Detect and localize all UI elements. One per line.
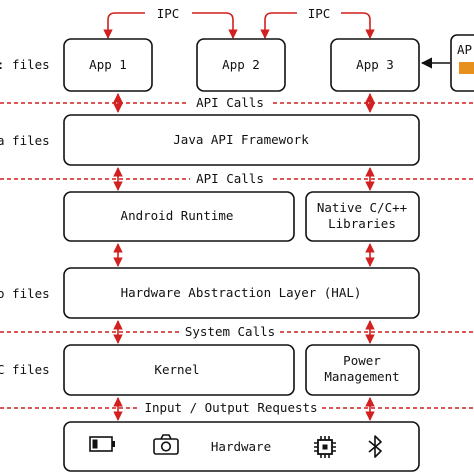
hal-label: Hardware Abstraction Layer (HAL)	[121, 285, 362, 300]
camera-icon	[153, 434, 179, 455]
battery-icon	[89, 436, 115, 452]
api-calls-label-bg-1	[188, 94, 272, 110]
api-calls-label-2: API Calls	[196, 171, 264, 186]
left-label-row4: C files	[0, 362, 50, 377]
left-label-row2: a files	[0, 133, 50, 148]
kernel-box	[63, 344, 295, 396]
external-app-label: AP	[457, 42, 472, 57]
native-libraries-label-line2: Libraries	[328, 216, 396, 231]
app1-label: App 1	[89, 57, 127, 72]
android-runtime-box	[63, 191, 295, 242]
app1-box	[63, 38, 153, 92]
chip-icon	[314, 436, 336, 458]
ipc-arrow-left	[108, 12, 233, 38]
io-requests-label: Input / Output Requests	[144, 400, 317, 415]
external-app-orange-tag	[459, 62, 474, 74]
app3-label: App 3	[356, 57, 394, 72]
app2-box	[196, 38, 286, 92]
ipc-label-bg-right	[298, 5, 340, 21]
hardware-label: Hardware	[211, 439, 271, 454]
system-calls-label-bg	[180, 324, 280, 340]
left-label-row1: : files	[0, 57, 50, 72]
ipc-label-left: IPC	[157, 6, 180, 21]
ipc-arrow-right	[265, 12, 370, 38]
power-management-box	[305, 344, 420, 396]
hardware-box	[63, 421, 420, 472]
api-calls-label-1: API Calls	[196, 95, 264, 110]
system-calls-label: System Calls	[185, 324, 275, 339]
native-libraries-label-line1: Native C/C++	[317, 200, 407, 215]
native-libraries-box	[305, 191, 420, 242]
java-api-framework-label: Java API Framework	[173, 132, 309, 147]
left-label-row3: o files	[0, 286, 50, 301]
io-requests-label-bg	[140, 400, 322, 416]
hal-box	[63, 267, 420, 319]
power-management-label-line1: Power	[343, 353, 381, 368]
ipc-label-right: IPC	[308, 6, 331, 21]
java-api-framework-box	[63, 114, 420, 166]
app3-box	[330, 38, 420, 92]
power-management-label-line2: Management	[324, 369, 399, 384]
android-runtime-label: Android Runtime	[121, 208, 234, 223]
ipc-label-bg-left	[146, 5, 190, 21]
api-calls-label-bg-2	[190, 171, 270, 187]
app2-label: App 2	[222, 57, 260, 72]
bluetooth-icon	[368, 435, 382, 458]
kernel-label: Kernel	[154, 362, 199, 377]
